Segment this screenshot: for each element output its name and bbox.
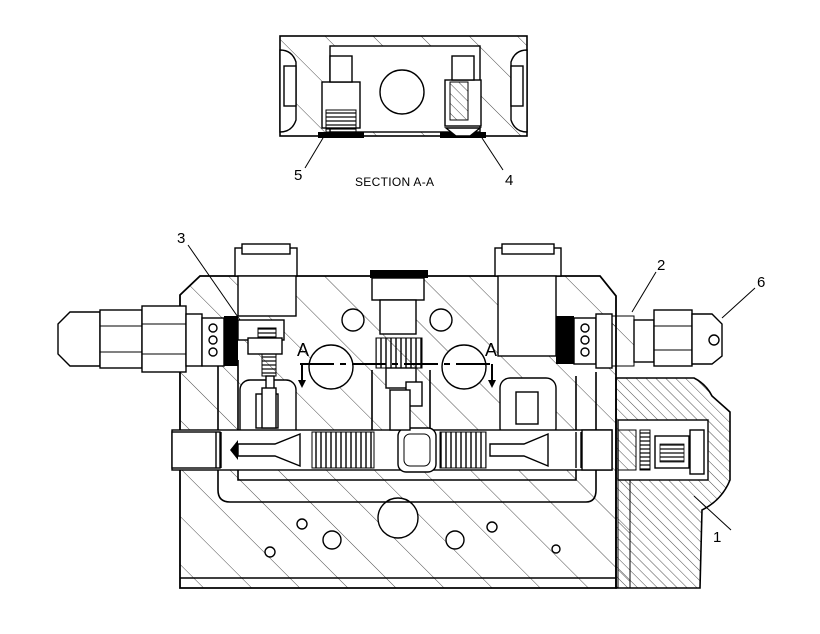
leader-line-1	[693, 495, 732, 531]
section-a-a-view	[279, 35, 528, 138]
callout-3: 3	[177, 230, 185, 247]
callout-2: 2	[657, 257, 665, 274]
leader-line-2	[631, 271, 657, 313]
relief-cartridge-left	[237, 319, 285, 429]
valve-body	[171, 243, 731, 589]
section-marker-right: A	[485, 340, 497, 360]
leader-line-6	[721, 287, 756, 319]
leader-line-3	[187, 244, 241, 321]
section-caption: SECTION A-A	[355, 175, 434, 189]
section-caption-text: SECTION A-A	[355, 175, 434, 189]
callout-6: 6	[757, 274, 765, 291]
section-marker-left: A	[297, 340, 309, 360]
callout-1: 1	[713, 529, 721, 546]
leader-line-5	[304, 137, 324, 169]
section-line-a-a: A A	[297, 340, 497, 388]
callout-5: 5	[294, 167, 302, 184]
right-fitting	[556, 309, 723, 369]
left-fitting	[57, 305, 238, 373]
callout-4: 4	[505, 172, 513, 189]
leader-line-4	[481, 137, 504, 171]
